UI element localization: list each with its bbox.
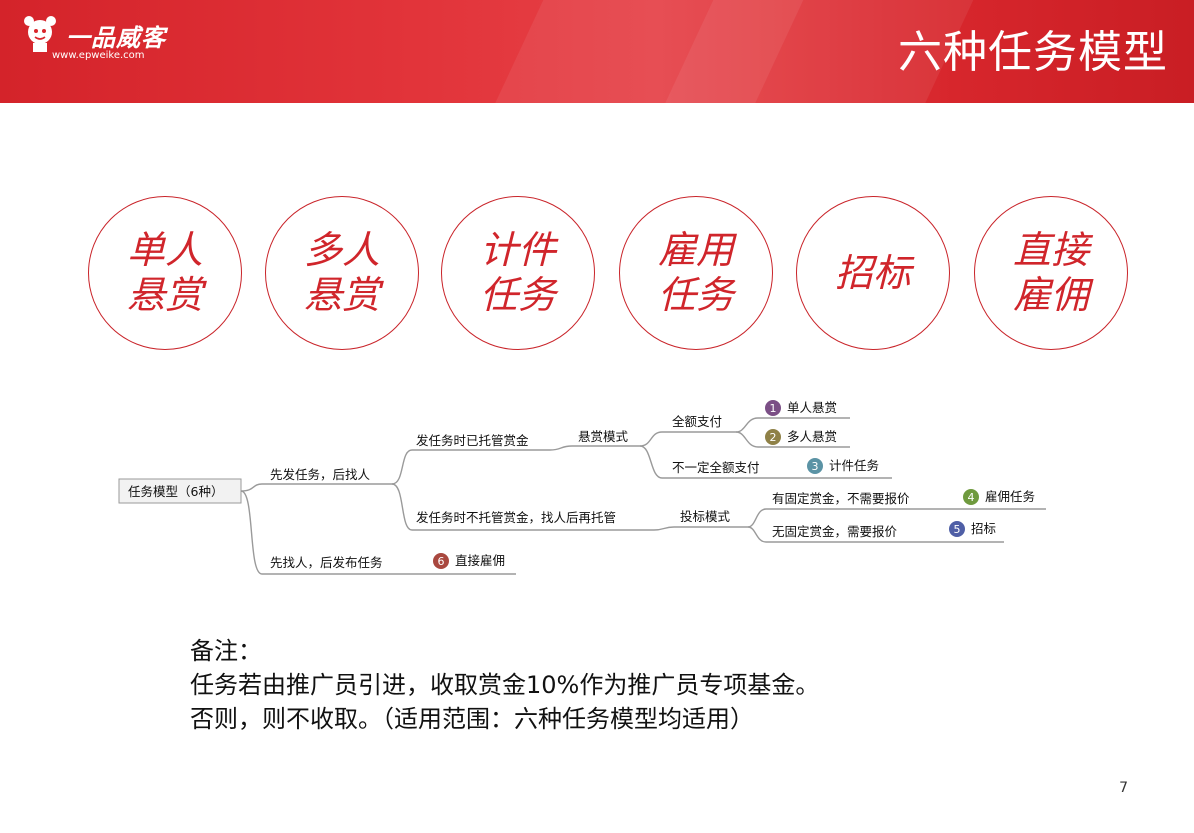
leaf-piecework: 3 计件任务 [807, 458, 879, 474]
connector [639, 431, 736, 447]
circle-label: 计件 任务 [479, 228, 556, 317]
mindmap-root: 任务模型（6种） [128, 484, 223, 499]
number-badge-icon [963, 489, 979, 505]
number-badge-text: 2 [770, 431, 777, 444]
number-badge-icon [765, 400, 781, 416]
page-number: 7 [1119, 780, 1128, 796]
mindmap-root-box [118, 478, 242, 504]
note-line: 否则，则不收取。（适用范围：六种任务模型均适用） [190, 705, 754, 733]
note-heading: 备注： [190, 637, 262, 665]
connector [240, 490, 398, 575]
number-badge-icon [765, 429, 781, 445]
circle-label: 多人 悬赏 [303, 228, 380, 317]
leaf-bidding: 5 招标 [949, 521, 996, 537]
connector [735, 417, 850, 433]
connector [549, 445, 640, 451]
circle-single-reward: 单人 悬赏 [88, 196, 242, 350]
circle-label: 雇用 任务 [657, 228, 734, 317]
mindmap-fixed-reward: 有固定赏金，不需要报价 [772, 491, 910, 506]
connector [391, 483, 654, 531]
number-badge-text: 4 [968, 491, 975, 504]
connector [639, 445, 800, 479]
circle-label: 单人 悬赏 [126, 228, 203, 317]
connector [735, 431, 850, 448]
mindmap-pay-full: 全额支付 [672, 414, 722, 429]
circle-direct-hire: 直接 雇佣 [974, 196, 1128, 350]
number-badge-icon [807, 458, 823, 474]
mindmap-branch-find-first: 先找人，后发布任务 [270, 555, 383, 570]
leaf-label: 多人悬赏 [787, 429, 837, 444]
leaf-label: 单人悬赏 [787, 400, 837, 415]
mindmap-sub-escrowed: 发任务时已托管赏金 [416, 433, 529, 448]
number-badge-text: 1 [770, 402, 777, 415]
circle-label: 直接 雇佣 [1012, 228, 1089, 317]
circle-multi-reward: 多人 悬赏 [265, 196, 419, 350]
circle-hire-task: 雇用 任务 [619, 196, 773, 350]
leaf-hire-task: 4 雇佣任务 [963, 489, 1035, 505]
leaf-label: 直接雇佣 [455, 553, 505, 568]
number-badge-icon [949, 521, 965, 537]
connector [747, 526, 1004, 543]
mindmap-mode-reward: 悬赏模式 [578, 429, 629, 444]
logo-name: 一品威客 [66, 23, 166, 52]
mindmap-pay-partial: 不一定全额支付 [672, 460, 760, 475]
mindmap-branch-post-first: 先发任务，后找人 [270, 467, 371, 482]
number-badge-icon [433, 553, 449, 569]
note-line: 任务若由推广员引进，收取赏金10%作为推广员专项基金。 [190, 671, 820, 699]
note-block: 备注： 任务若由推广员引进，收取赏金10%作为推广员专项基金。 否则，则不收取。… [190, 634, 819, 736]
leaf-direct-hire: 6 直接雇佣 [433, 553, 505, 569]
leaf-label: 计件任务 [829, 458, 879, 473]
circle-piecework: 计件 任务 [441, 196, 595, 350]
logo-mascot-icon [24, 16, 56, 52]
mindmap-mode-bidding: 投标模式 [680, 509, 731, 524]
connector [653, 526, 748, 531]
leaf-multi-reward: 2 多人悬赏 [765, 429, 837, 445]
leaf-label: 雇佣任务 [985, 489, 1035, 504]
mindmap-sub-not-escrowed: 发任务时不托管赏金，找人后再托管 [416, 510, 616, 525]
connector [391, 449, 550, 485]
connector [240, 483, 392, 492]
connector [747, 508, 1046, 528]
number-badge-text: 5 [954, 523, 961, 536]
page-title: 六种任务模型 [898, 27, 1168, 78]
header-banner: 一品威客 www.epweike.com 六种任务模型 [0, 0, 1194, 103]
leaf-single-reward: 1 单人悬赏 [765, 400, 837, 416]
logo-url: www.epweike.com [52, 50, 145, 61]
mindmap-unfixed-reward: 无固定赏金，需要报价 [772, 524, 898, 539]
number-badge-text: 3 [812, 460, 819, 473]
leaf-label: 招标 [971, 521, 996, 536]
circle-bidding: 招标 [796, 196, 950, 350]
circle-label: 招标 [834, 250, 911, 295]
number-badge-text: 6 [438, 555, 445, 568]
